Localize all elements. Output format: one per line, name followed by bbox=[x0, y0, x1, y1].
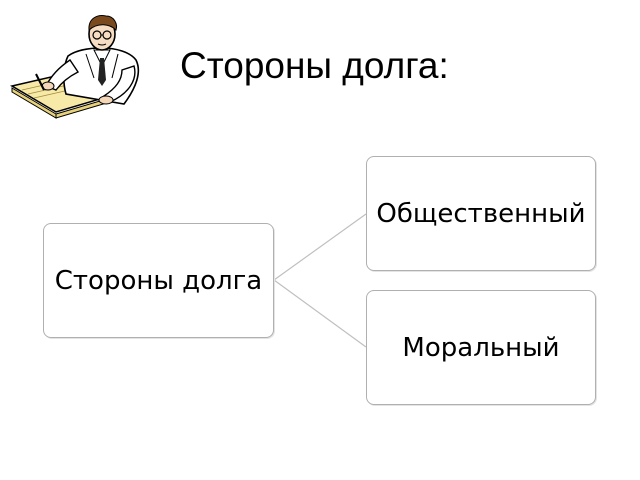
diagram-root-node: Стороны долга bbox=[43, 223, 274, 338]
paper-stack bbox=[10, 73, 113, 119]
diagram-child-node-moral: Моральный bbox=[366, 290, 596, 405]
root-node-label: Стороны долга bbox=[54, 265, 263, 296]
diagram-child-node-public: Общественный bbox=[366, 156, 596, 271]
child-node-label-public: Общественный bbox=[376, 198, 586, 229]
page-title: Стороны долга: bbox=[180, 45, 449, 86]
connector-to-bottom bbox=[273, 279, 367, 348]
figure-body bbox=[35, 47, 140, 105]
scholar-writing-icon bbox=[10, 15, 140, 119]
child-node-label-moral: Моральный bbox=[402, 332, 560, 363]
connector-to-top bbox=[273, 213, 367, 281]
figure-head bbox=[88, 15, 117, 51]
